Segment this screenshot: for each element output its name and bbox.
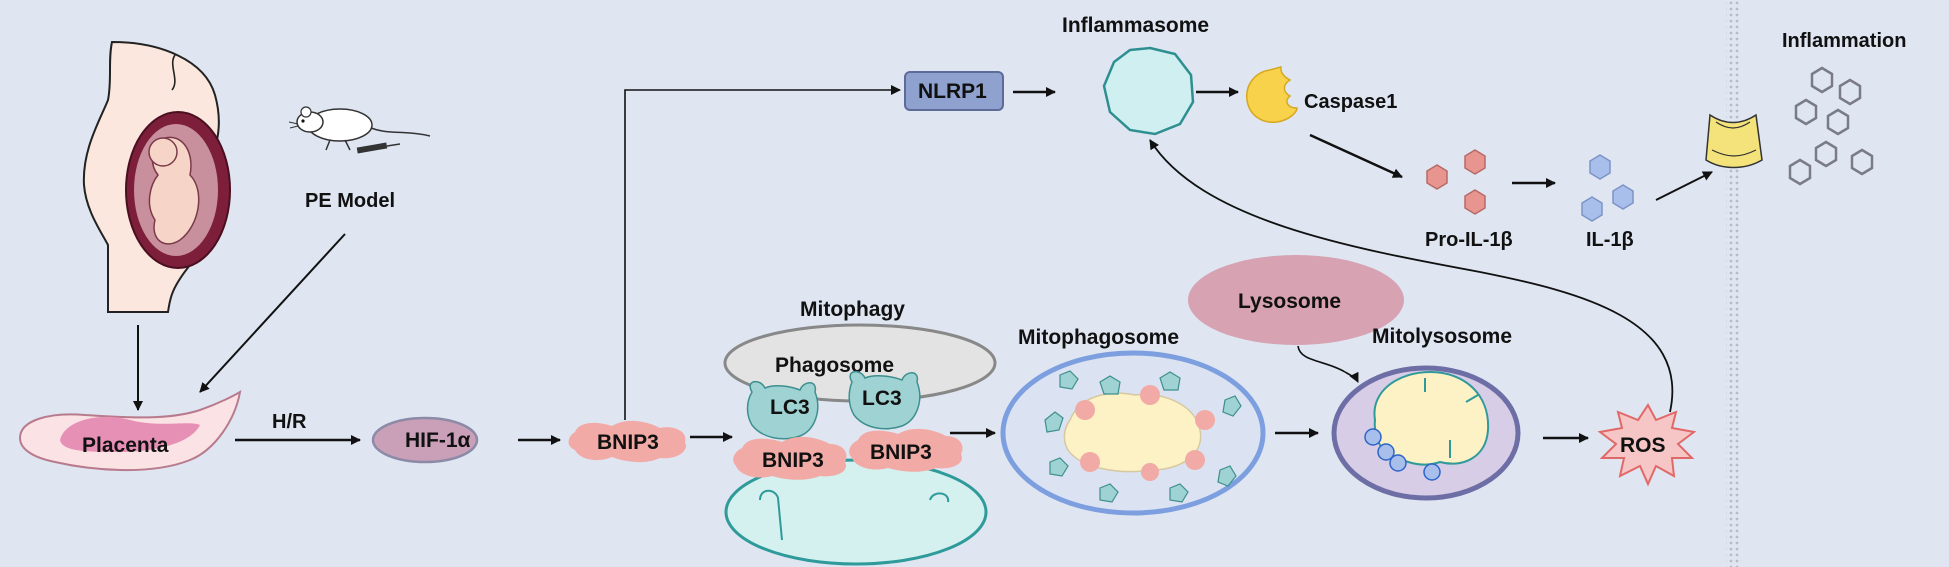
bnip3-label: BNIP3 [597,431,659,454]
il1b-icon [1581,154,1634,222]
hif1a-label: HIF-1α [405,429,471,452]
pro-il1b-icon [1426,149,1486,215]
inflammasome-label: Inflammasome [1062,14,1209,37]
bnip3-blob-left [733,436,847,480]
ros-label: ROS [1620,434,1666,457]
placenta-label: Placenta [82,434,169,457]
inflammasome-node [1102,46,1195,136]
mitophagosome-node [1000,350,1266,516]
lysosome-label: Lysosome [1238,290,1341,313]
arrow-caspase-to-proil [1309,133,1403,179]
lc3-label-left: LC3 [770,396,810,419]
lc3-blob-left [746,380,819,440]
bnip3-node [568,420,686,463]
arrow-lysosome-to-mitolysosome [1297,345,1359,383]
il1b-label: IL-1β [1586,229,1634,251]
mitolysosome-label: Mitolysosome [1372,325,1512,348]
arrow-il-to-membrane [1655,171,1713,201]
phagosome-label: Phagosome [775,354,894,377]
arrow-bnip3-to-nlrp1 [624,85,901,420]
caspase1-icon [1246,65,1298,123]
bnip3-blob-right [849,428,963,472]
cell-membrane [1705,0,1763,567]
bnip3-label-left: BNIP3 [762,449,824,472]
mitophagy-label: Mitophagy [800,298,905,321]
nlrp1-label: NLRP1 [918,80,987,103]
arrow-model-to-placenta [199,233,346,393]
mitolysosome-node [1331,365,1521,501]
nlrp1-node [904,71,1004,111]
placenta-icon [18,390,242,471]
caspase1-label: Caspase1 [1304,91,1397,113]
mitochondrion-icon [724,458,988,566]
lc3-blob-right [848,370,921,430]
bnip3-label-right: BNIP3 [870,441,932,464]
lysosome-node [1188,255,1404,345]
mitophagosome-label: Mitophagosome [1018,326,1179,349]
ros-node [1597,403,1697,487]
inflammation-label: Inflammation [1782,30,1906,52]
hif1a-node [371,416,479,464]
rat-icon [288,106,431,154]
arrow-ros-to-inflammasome [1149,139,1674,413]
inflammation-cytokines-icon [1788,66,1874,186]
hr-label: H/R [272,411,307,433]
lc3-label-right: LC3 [862,387,902,410]
pro-il1b-label: Pro-IL-1β [1425,229,1513,251]
pe-model-label: PE Model [305,190,395,212]
pregnant-woman-icon [82,40,231,313]
